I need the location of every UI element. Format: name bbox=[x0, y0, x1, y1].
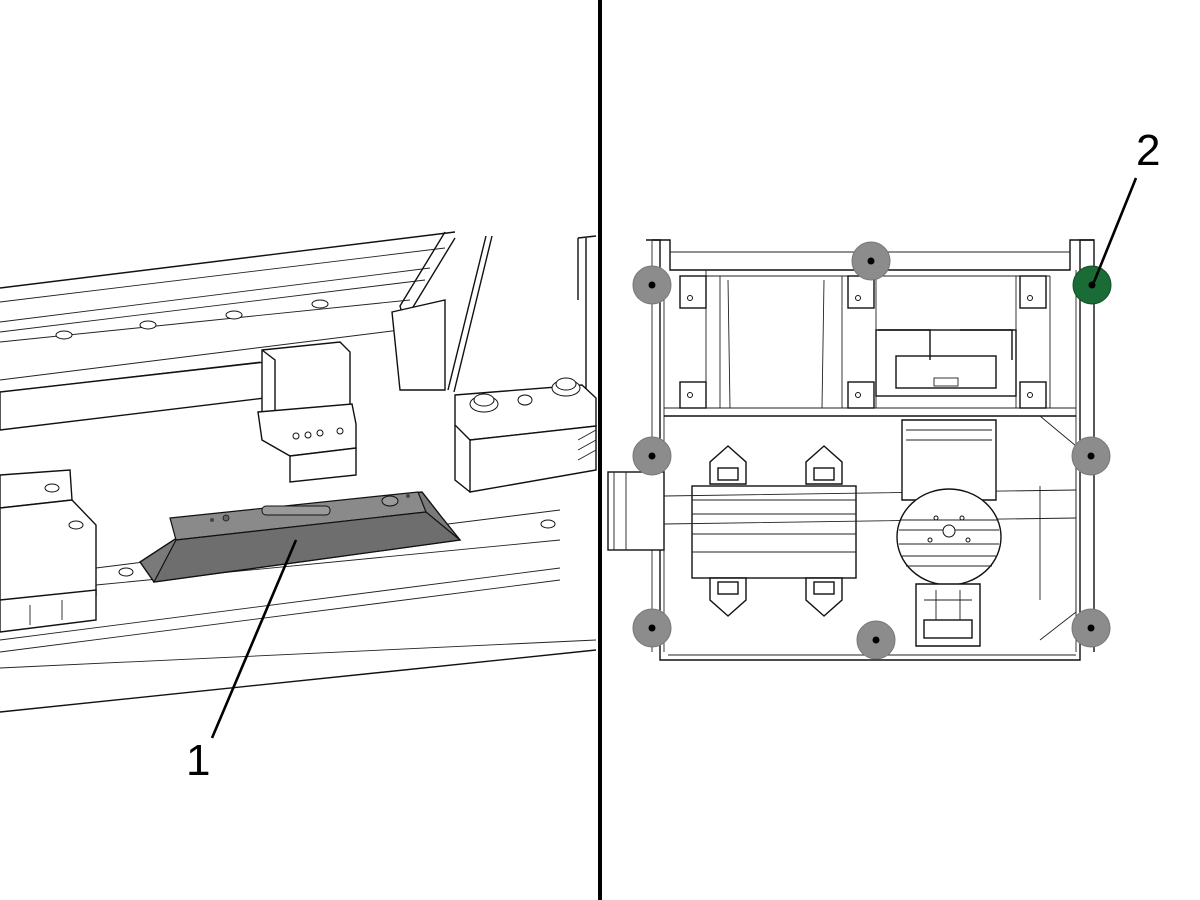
leveling-point bbox=[1071, 608, 1111, 648]
leveling-point bbox=[856, 620, 896, 660]
leveling-point-active bbox=[1072, 265, 1112, 305]
leveling-point bbox=[851, 241, 891, 281]
clamp-block-right bbox=[454, 377, 597, 493]
bracket-left bbox=[0, 469, 97, 633]
precision-level-highlighted bbox=[139, 491, 462, 583]
leader-line-2 bbox=[1092, 177, 1138, 283]
side-frame bbox=[391, 231, 597, 420]
leveling-point bbox=[632, 436, 672, 476]
lower-structure bbox=[607, 415, 1077, 647]
callout-label-2: 2 bbox=[1136, 126, 1160, 175]
left-panel-isometric-view: 1 bbox=[0, 231, 597, 785]
leveling-point bbox=[632, 265, 672, 305]
leader-line-1 bbox=[210, 539, 298, 739]
leveling-points bbox=[632, 241, 1112, 660]
leveling-point bbox=[1071, 436, 1111, 476]
right-panel-top-view: 2 bbox=[607, 126, 1160, 661]
shaft-clamp bbox=[0, 341, 357, 483]
front-rail bbox=[0, 509, 597, 713]
rear-rail bbox=[0, 231, 456, 409]
leveling-point bbox=[632, 608, 672, 648]
callout-label-1: 1 bbox=[186, 736, 210, 785]
upper-bays bbox=[679, 275, 1047, 409]
